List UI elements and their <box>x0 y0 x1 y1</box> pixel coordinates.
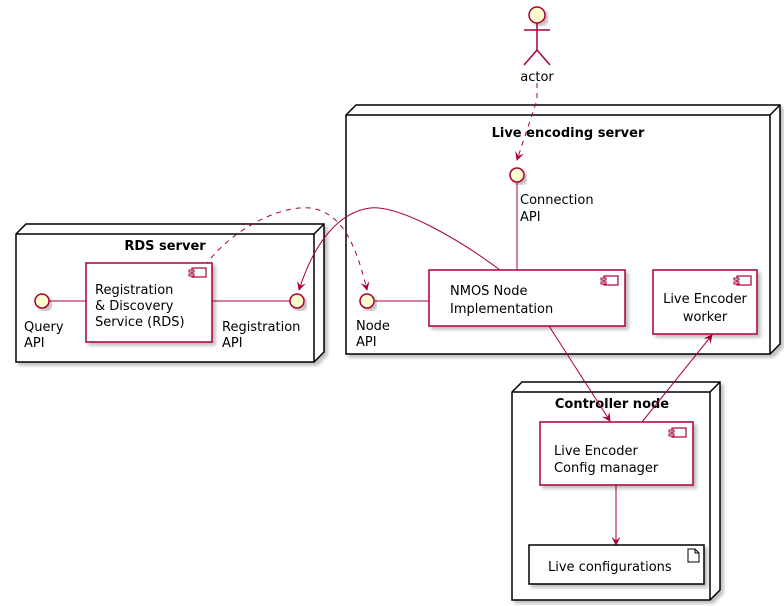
actor-label: actor <box>520 70 554 85</box>
node-title-controller: Controller node <box>555 397 669 412</box>
component-label: & Discovery <box>95 299 174 314</box>
connectors <box>49 182 713 546</box>
actor[interactable]: actor <box>520 6 554 85</box>
component-label: Config manager <box>554 461 659 476</box>
interface-node-api[interactable]: Node API <box>356 293 390 350</box>
component-config-manager[interactable]: Live Encoder Config manager <box>539 421 694 486</box>
component-icon <box>668 427 687 438</box>
component-icon <box>600 275 619 286</box>
interface-icon <box>509 167 525 183</box>
interface-label: Connection <box>520 193 594 208</box>
arrow-nmos-to-config-manager <box>548 325 611 422</box>
document-icon <box>687 548 700 563</box>
interface-label: Node <box>356 319 390 334</box>
artifact-label: Live configurations <box>548 560 672 575</box>
component-rds[interactable]: Registration & Discovery Service (RDS) <box>85 262 213 343</box>
node-title-live-encoding-server: Live encoding server <box>492 126 645 141</box>
arrow-rds-to-node-api <box>204 207 370 291</box>
component-nmos-node[interactable]: NMOS Node Implementation <box>428 269 626 327</box>
component-icon <box>188 267 207 278</box>
interface-query-api[interactable]: Query API <box>24 293 64 351</box>
component-label: Live Encoder <box>554 444 638 459</box>
component-live-encoder-worker[interactable]: Live Encoder worker <box>652 269 758 335</box>
dashed-connectors <box>204 83 538 291</box>
interface-label: API <box>356 335 377 350</box>
component-label: worker <box>683 310 728 325</box>
component-label: Service (RDS) <box>95 315 185 330</box>
artifact-live-configurations[interactable]: Live configurations <box>528 544 705 585</box>
interface-label: API <box>222 336 243 351</box>
component-label: NMOS Node <box>450 284 528 299</box>
component-label: Registration <box>95 283 173 298</box>
interface-label: API <box>520 210 541 225</box>
interface-connection-api[interactable]: Connection API <box>509 167 594 225</box>
interface-label: Registration <box>222 320 300 335</box>
node-title-rds-server: RDS server <box>124 239 206 254</box>
arrow-nmos-to-registration-api <box>297 207 501 291</box>
arrow-config-manager-to-worker <box>641 334 713 423</box>
actor-head-icon <box>528 6 546 24</box>
interface-icon <box>289 293 305 309</box>
component-icon <box>733 275 752 286</box>
interface-label: API <box>24 336 45 351</box>
interface-icon <box>359 293 375 309</box>
component-label: Implementation <box>450 302 553 317</box>
interface-icon <box>34 293 50 309</box>
interface-label: Query <box>24 320 64 335</box>
interface-registration-api[interactable]: Registration API <box>222 293 305 351</box>
component-label: Live Encoder <box>663 292 747 307</box>
